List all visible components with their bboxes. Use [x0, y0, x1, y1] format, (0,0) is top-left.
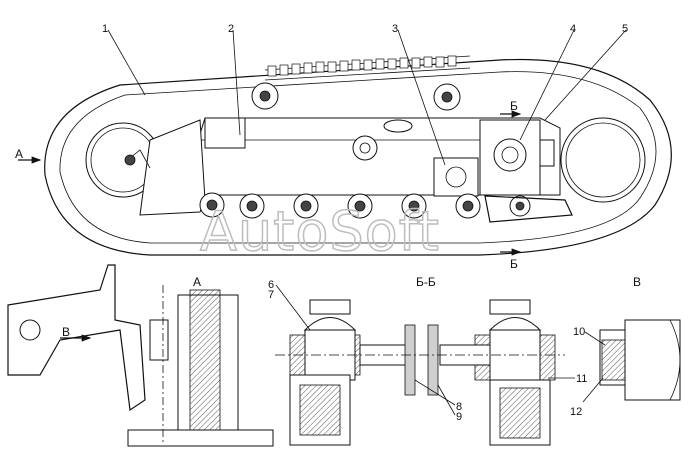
arrow-b-label: В: [62, 325, 70, 339]
view-a-title: А: [193, 275, 201, 289]
drive-sprocket: [560, 117, 646, 203]
callout-11: 11: [576, 373, 587, 385]
view-bb-section: [275, 284, 575, 446]
view-a-detail: [7, 264, 274, 447]
support-roller-left: [251, 82, 279, 110]
view-v-detail: [582, 319, 681, 403]
callout-5: 5: [622, 23, 628, 35]
support-roller-right: [433, 83, 461, 111]
section-top-label: Б: [510, 99, 518, 113]
tension-bracket: [124, 119, 206, 216]
callout-7: 7: [268, 289, 274, 301]
track-rollers: [199, 192, 531, 219]
track-belt-outer: [44, 58, 672, 256]
track-main-view: [18, 29, 672, 256]
callout-1: 1: [102, 23, 108, 35]
view-v-title: В: [633, 275, 641, 289]
callout-labels: 1 2 3 4 5 6 7 8 9 10 11 12: [102, 23, 628, 423]
track-belt-inner: [59, 71, 657, 244]
leader-lines: [107, 29, 627, 166]
view-bb-title: Б-Б: [416, 275, 436, 289]
callout-12: 12: [570, 406, 582, 418]
section-bottom-label: Б: [510, 257, 518, 271]
watermark: AutoSoft: [200, 200, 440, 263]
callout-4: 4: [570, 23, 576, 35]
callout-8: 8: [456, 401, 462, 413]
rear-guard: [484, 195, 573, 223]
track-frame: [194, 117, 561, 197]
callout-9: 9: [456, 411, 462, 423]
callout-3: 3: [392, 23, 398, 35]
callout-10: 10: [573, 326, 585, 338]
track-grousers: [264, 55, 471, 81]
view-titles: А Б-Б В А В Б Б: [15, 99, 641, 339]
callout-2: 2: [228, 23, 234, 35]
arrow-a-label: А: [15, 147, 23, 161]
callout-6: 6: [268, 279, 274, 291]
